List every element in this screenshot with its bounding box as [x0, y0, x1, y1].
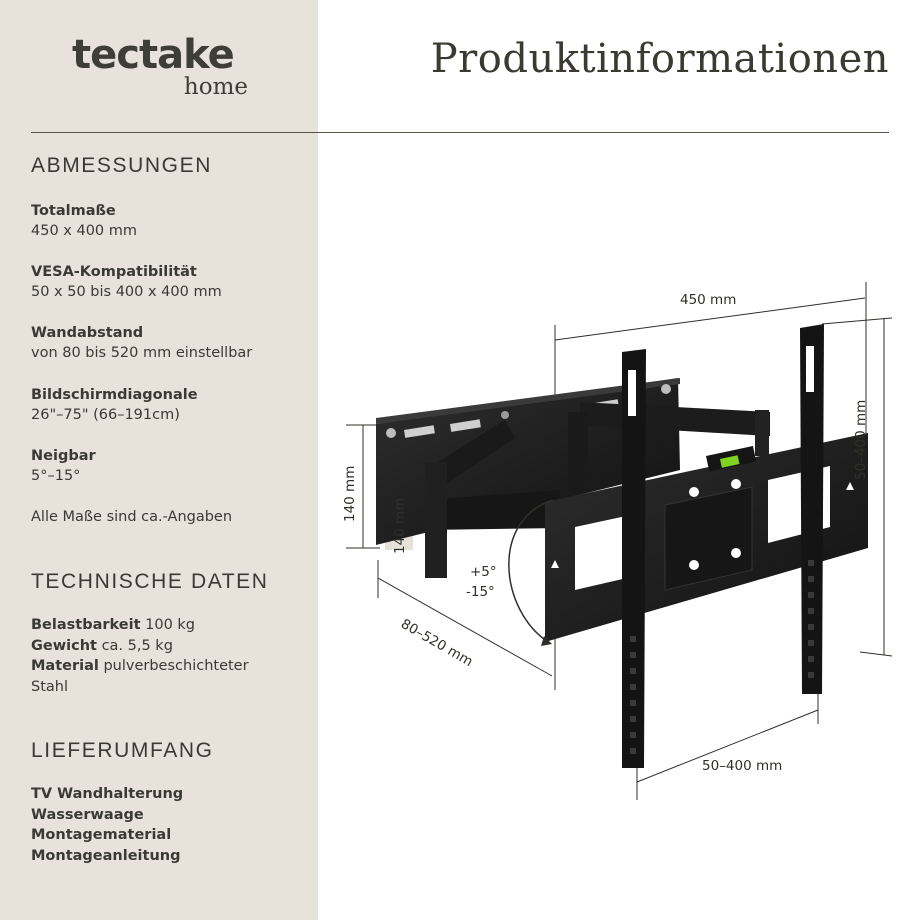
bubble-level — [706, 446, 757, 472]
list-item: Montageanleitung — [31, 847, 181, 864]
spec-line: Material pulverbeschichteter Stahl — [31, 656, 271, 697]
delivery-list: TV Wandhalterung Wasserwaage Montagemate… — [31, 784, 311, 866]
list-item: Montagematerial — [31, 827, 172, 843]
dim-width-label: 450 mm — [680, 292, 737, 308]
section-heading-abmessungen: ABMESSUNGEN — [31, 154, 212, 177]
tilt-down-label: -15° — [466, 584, 495, 600]
page-title: Produktinformationen — [430, 36, 889, 82]
spec-label: VESA-Kompatibilität — [31, 264, 197, 280]
spec-label: Belastbarkeit — [31, 617, 141, 633]
tilt-arc — [508, 499, 554, 643]
spec-value: ca. 5,5 kg — [101, 637, 173, 654]
dim-plate-inner-label: 140 mm — [392, 497, 408, 554]
spec-value: von 80 bis 520 mm einstellbar — [31, 345, 253, 361]
product-diagram: 450 mm 50–400 mm 50–400 mm 80–520 mm 140… — [318, 134, 920, 920]
spec-value: 50 x 50 bis 400 x 400 mm — [31, 284, 222, 300]
spec-value: 26"–75" (66–191cm) — [31, 407, 180, 423]
dim-height-label: 50–400 mm — [853, 399, 869, 480]
dim-plate-height-label: 140 mm — [342, 465, 358, 522]
header-divider — [31, 132, 889, 133]
dim-vesa-horizontal-label: 50–400 mm — [702, 758, 783, 774]
list-item: TV Wandhalterung — [31, 786, 184, 802]
list-item: Wasserwaage — [31, 806, 144, 823]
dimensions-note: Alle Maße sind ca.-Angaben — [31, 509, 233, 525]
info-sidebar — [0, 0, 318, 920]
spec-value: pulverbeschichteter Stahl — [31, 658, 249, 695]
tech-spec-list: Belastbarkeit 100 kg Gewicht ca. 5,5 kg … — [31, 615, 311, 697]
spec-label: Neigbar — [31, 448, 96, 464]
vesa-rails — [622, 324, 824, 768]
spec-item: Bildschirmdiagonale 26"–75" (66–191cm) — [31, 385, 311, 425]
spec-item: Neigbar 5°–15° — [31, 446, 311, 486]
tilt-up-label: +5° — [470, 564, 497, 580]
section-heading-technische-daten: TECHNISCHE DATEN — [31, 570, 269, 593]
wall-mount-illustration — [346, 282, 893, 800]
spec-label: Gewicht — [31, 637, 97, 654]
brand-logo: tectake home — [72, 32, 248, 100]
spec-item: Totalmaße 450 x 400 mm — [31, 201, 311, 241]
spec-label: Bildschirmdiagonale — [31, 387, 198, 403]
spec-line: Gewicht ca. 5,5 kg — [31, 636, 311, 657]
spec-value: 5°–15° — [31, 468, 81, 484]
spec-label: Material — [31, 658, 99, 674]
dimension-lines — [346, 282, 893, 800]
spec-item: Wandabstand von 80 bis 520 mm einstellba… — [31, 323, 311, 363]
brand-sub: home — [183, 74, 248, 100]
spec-label: Wandabstand — [31, 325, 144, 341]
spec-value: 100 kg — [145, 617, 196, 633]
spec-line: Belastbarkeit 100 kg — [31, 615, 311, 636]
section-heading-lieferumfang: LIEFERUMFANG — [31, 739, 214, 762]
spec-value: 450 x 400 mm — [31, 223, 138, 239]
spec-item: VESA-Kompatibilität 50 x 50 bis 400 x 40… — [31, 262, 311, 302]
brand-name: tectake — [72, 32, 235, 78]
spec-label: Totalmaße — [31, 203, 116, 219]
